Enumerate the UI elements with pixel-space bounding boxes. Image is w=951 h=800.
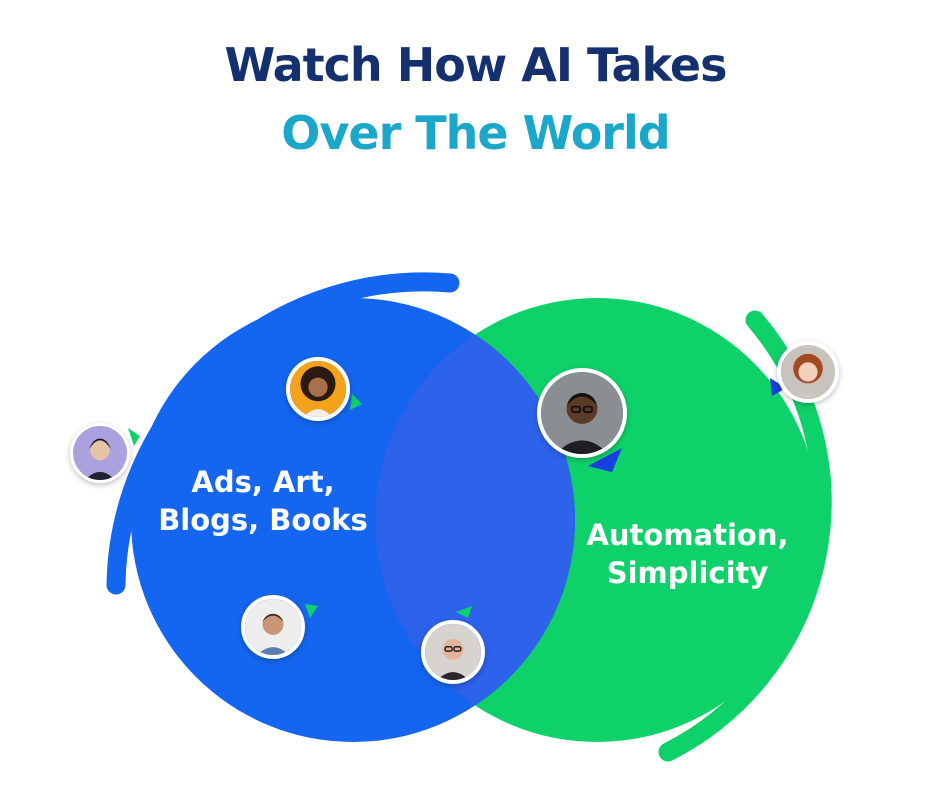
right-label-line-2: Simplicity [606, 556, 769, 590]
pointer-icon [128, 428, 140, 446]
person-avatar-icon [537, 368, 627, 458]
person-avatar-icon [421, 620, 485, 684]
right-label-line-1: Automation, [586, 518, 789, 552]
left-label-line-2: Blogs, Books [158, 503, 368, 537]
pointer-icon [305, 604, 318, 618]
person-avatar-icon [241, 595, 305, 659]
pointer-icon [588, 448, 622, 472]
pointer-icon [350, 394, 362, 410]
left-label-line-1: Ads, Art, [191, 465, 335, 499]
pointer-icon [770, 378, 786, 396]
person-avatar-icon [286, 357, 350, 421]
overlap-region [375, 298, 575, 742]
title-line-2: Over The World [281, 106, 670, 160]
person-avatar-icon [70, 423, 130, 483]
pointer-icon [456, 606, 472, 618]
title-line-1: Watch How AI Takes [224, 38, 728, 92]
right-circle-label: Automation, Simplicity [580, 516, 795, 592]
person-avatar-icon [777, 341, 839, 403]
left-circle-label: Ads, Art, Blogs, Books [158, 463, 368, 539]
